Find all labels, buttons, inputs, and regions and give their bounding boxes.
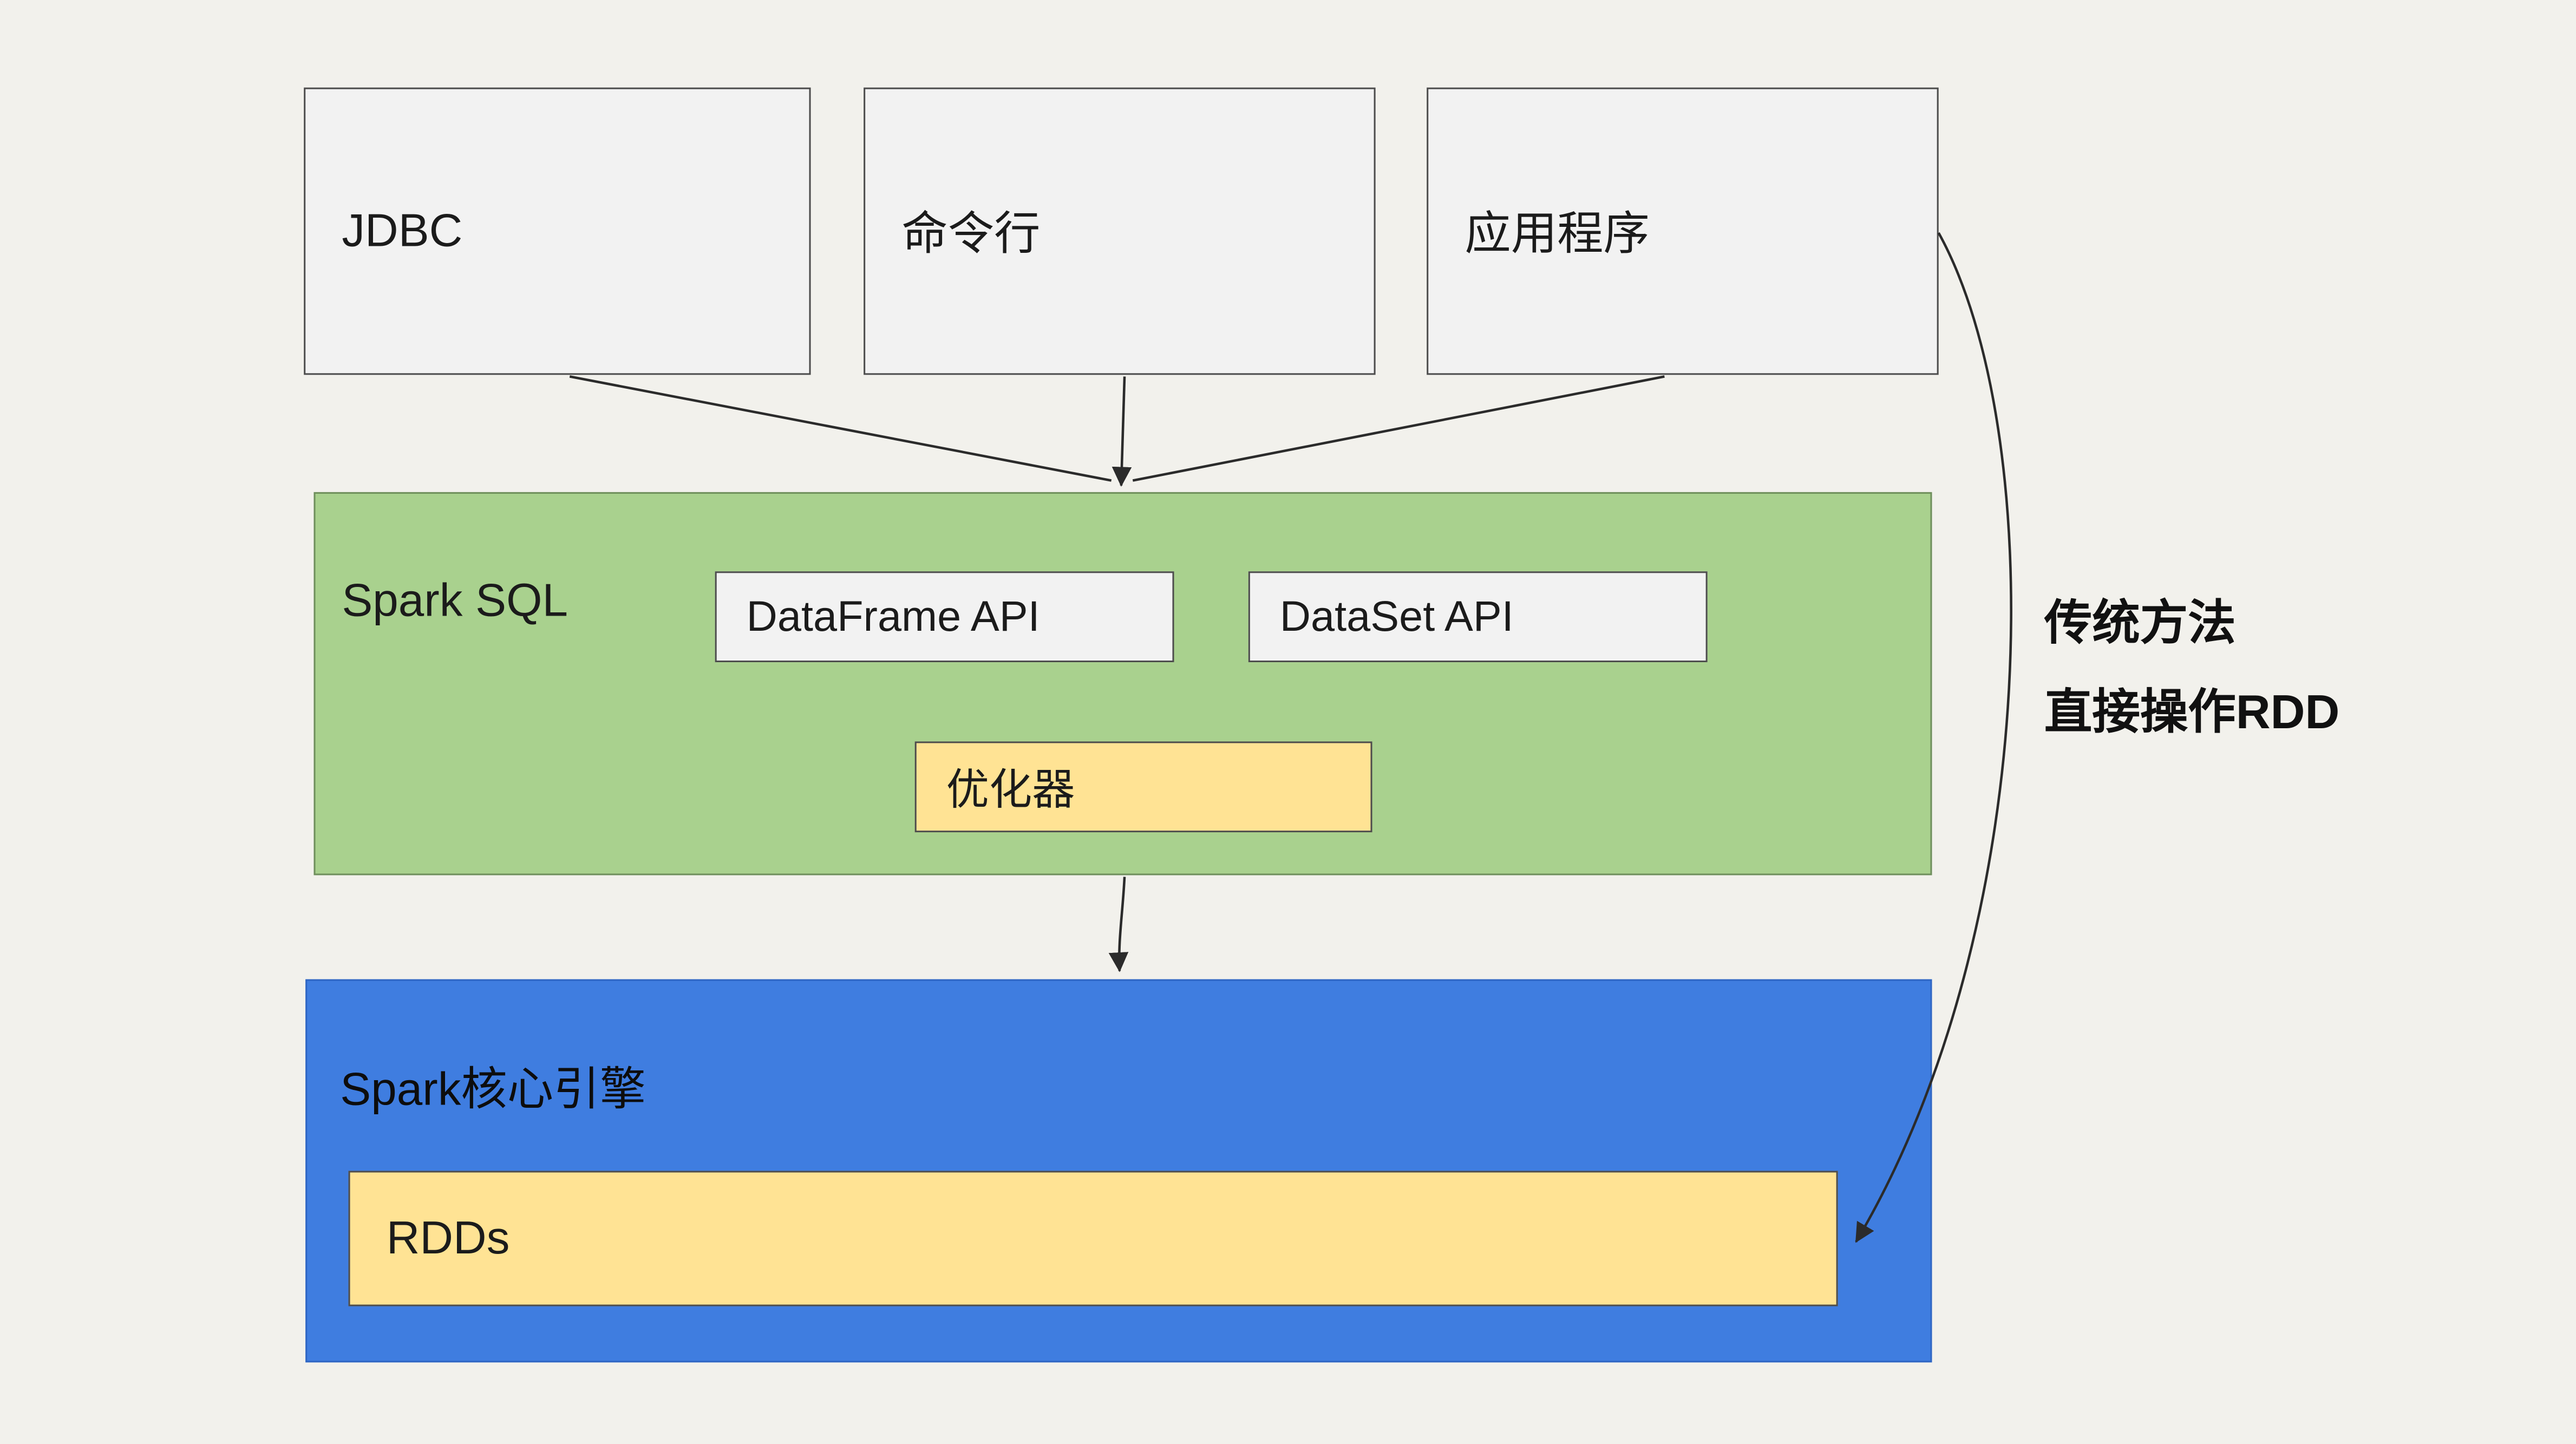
dataset-api-label: DataSet API [1279,591,1514,641]
application-label: 应用程序 [1464,208,1650,259]
arrow-application-to-sparksql [1132,375,1665,482]
arrow-commandline-to-sparksql [1112,376,1132,487]
optimizer-box: 优化器 [914,741,1372,833]
annotation-line-2: 直接操作RDD [2044,686,2340,740]
spark-sql-label: Spark SQL [342,574,568,626]
arrow-jdbc-to-sparksql [569,375,1112,482]
optimizer-label: 优化器 [946,765,1075,814]
dataframe-api-box: DataFrame API [715,571,1174,663]
spark-core-engine-box: Spark核心引擎 RDDs [305,979,1932,1363]
traditional-method-annotation: 传统方法 直接操作RDD [2044,581,2339,759]
dataset-api-box: DataSet API [1248,571,1708,663]
spark-sql-box: Spark SQL DataFrame API DataSet API 优化器 [313,492,1932,875]
application-box: 应用程序 [1427,87,1939,375]
rdds-box: RDDs [348,1171,1838,1306]
command-line-box: 命令行 [864,87,1376,375]
jdbc-box: JDBC [304,87,811,375]
command-line-label: 命令行 [901,208,1041,259]
dataframe-api-label: DataFrame API [746,591,1040,641]
jdbc-label: JDBC [342,205,463,256]
spark-core-engine-label: Spark核心引擎 [340,1063,646,1115]
rdds-label: RDDs [386,1212,510,1264]
arrow-sparksql-to-core [1108,877,1129,972]
annotation-line-1: 传统方法 [2044,598,2236,651]
